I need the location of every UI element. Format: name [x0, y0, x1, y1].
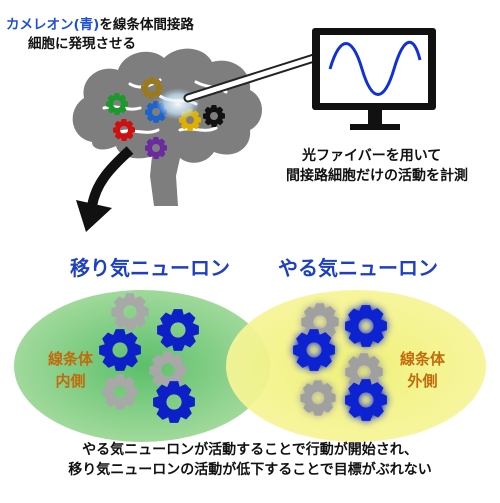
curved-arrow-icon [76, 146, 134, 232]
signal-wave [328, 40, 422, 96]
top-caption-line2: 細胞に発現させる [28, 36, 136, 52]
lateral-striatum-label: 線条体 外側 [400, 348, 445, 392]
bottom-caption-line2: 移り気ニューロンの活動が低下することで目標がぶれない [68, 462, 432, 478]
medial-label-line2: 内側 [55, 372, 86, 390]
top-caption-line1: を線条体間接路 [99, 17, 194, 33]
fickle-neuron-title: 移り気ニューロン [70, 256, 230, 280]
optical-fiber [183, 53, 319, 103]
bottom-caption: やる気ニューロンが活動することで行動が開始され、 移り気ニューロンの活動が低下す… [0, 440, 500, 480]
medial-striatum-field [14, 290, 270, 442]
chameleon-label: カメレオン(青) [6, 17, 100, 33]
monitor-icon [312, 28, 436, 130]
medial-label-line1: 線条体 [48, 350, 94, 368]
top-caption: カメレオン(青)を線条体間接路 細胞に発現させる [6, 16, 194, 54]
motivation-neuron-title: やる気ニューロン [278, 256, 438, 280]
fiber-caption: 光ファイバーを用いて 間接路細胞だけの活動を計測 [286, 146, 468, 186]
lateral-label-line2: 外側 [407, 372, 438, 390]
lateral-label-line1: 線条体 [400, 350, 446, 368]
fiber-caption-line1: 光ファイバーを用いて [302, 148, 442, 164]
medial-striatum-label: 線条体 内側 [48, 348, 93, 392]
fiber-caption-line2: 間接路細胞だけの活動を計測 [286, 168, 468, 184]
bottom-caption-line1: やる気ニューロンが活動することで行動が開始され、 [82, 442, 418, 458]
